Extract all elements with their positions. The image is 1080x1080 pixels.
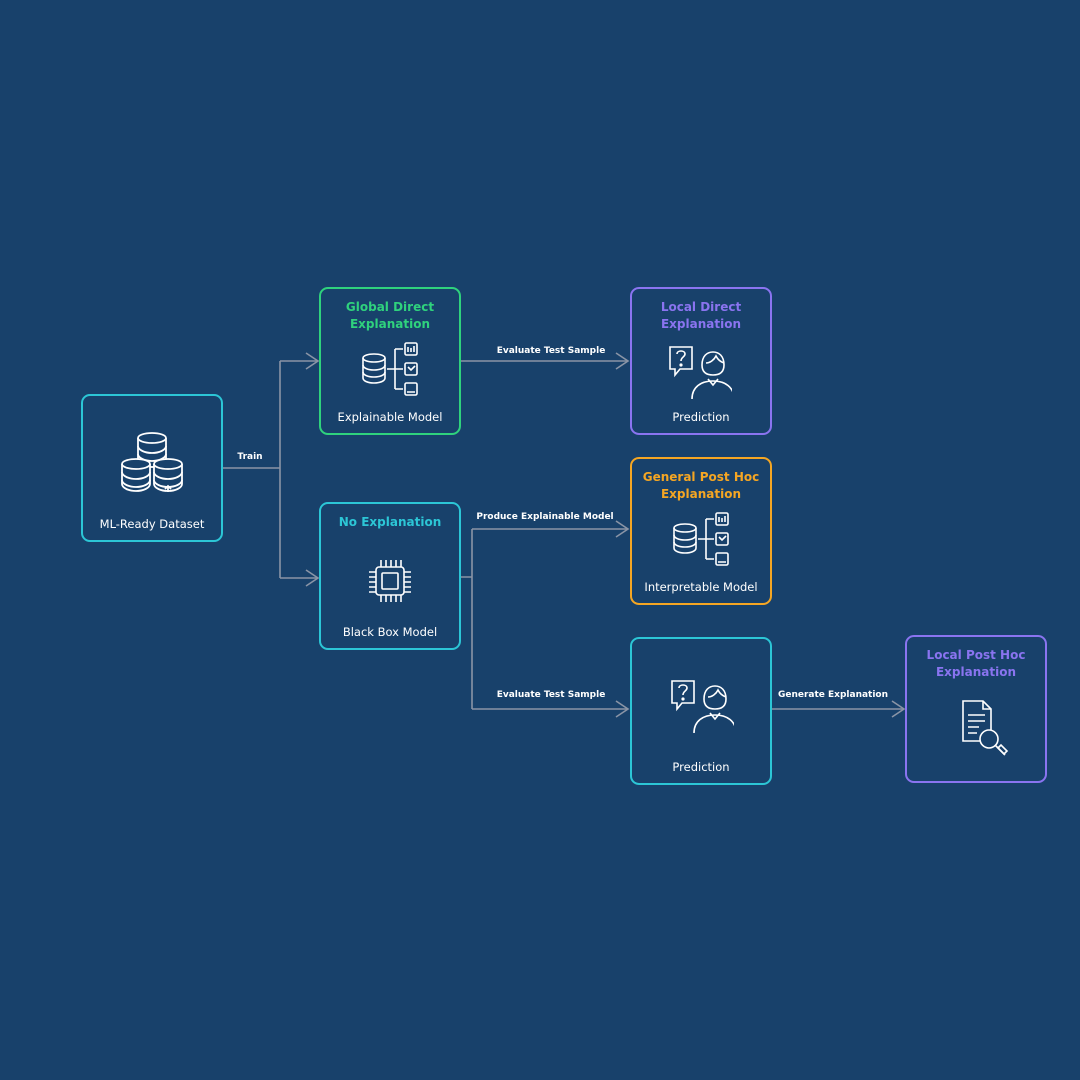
arrowhead [615, 352, 630, 370]
node-title: Global Direct Explanation [345, 300, 435, 331]
edge-label-train: Train [237, 452, 263, 462]
edge-label-evaluate-top: Evaluate Test Sample [496, 346, 606, 356]
document-search-icon [962, 700, 1009, 756]
node-title: Local Post Hoc Explanation [926, 648, 1026, 679]
node-label: Black Box Model [342, 625, 438, 639]
node-label: Prediction [672, 410, 730, 424]
model-flow-icon [362, 342, 418, 396]
node-title: Local Direct Explanation [660, 300, 742, 331]
arrowhead [615, 700, 630, 718]
node-prediction: Prediction [630, 637, 772, 785]
node-general-post-hoc-explanation: General Post Hoc Explanation Interpretab… [630, 457, 772, 605]
arrowhead [891, 700, 906, 718]
node-label: Interpretable Model [644, 580, 758, 594]
connector-train [222, 361, 281, 578]
person-question-icon [671, 680, 734, 734]
node-ml-ready-dataset: ML-Ready Dataset [81, 394, 223, 542]
node-label: Explainable Model [337, 410, 443, 424]
arrowhead [305, 352, 320, 370]
node-no-explanation: No Explanation Black Box Model [319, 502, 461, 650]
edge-label-produce: Produce Explainable Model [476, 512, 614, 522]
edge-label-evaluate-bottom: Evaluate Test Sample [496, 690, 606, 700]
node-label: Prediction [672, 760, 730, 774]
node-local-direct-explanation: Local Direct Explanation Prediction [630, 287, 772, 435]
model-flow-icon [673, 512, 729, 566]
node-title: General Post Hoc Explanation [642, 470, 760, 501]
person-question-icon [669, 346, 732, 400]
arrowhead [615, 520, 630, 538]
node-title: No Explanation [338, 515, 442, 529]
edge-label-generate: Generate Explanation [777, 690, 889, 700]
arrowhead [305, 569, 320, 587]
connector-black-box-split [461, 529, 473, 709]
node-global-direct-explanation: Global Direct Explanation Explainable Mo… [319, 287, 461, 435]
chip-icon [369, 560, 411, 602]
node-label: ML-Ready Dataset [99, 517, 205, 531]
node-local-post-hoc-explanation: Local Post Hoc Explanation [905, 635, 1047, 783]
database-stack-icon [121, 432, 183, 492]
